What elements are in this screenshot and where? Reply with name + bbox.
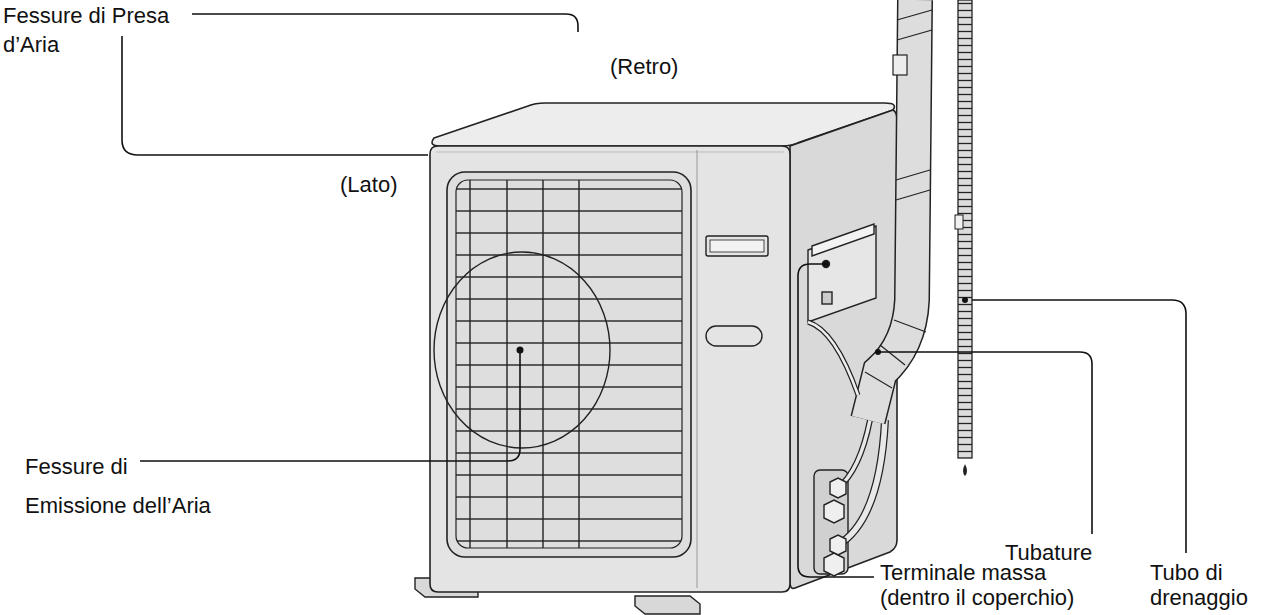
leader-dot (517, 347, 524, 354)
view-label: (Lato) (340, 172, 430, 198)
part-label: Fessure di Presa d’Aria (3, 1, 188, 59)
drain-hose (955, 0, 972, 476)
view-label: (Retro) (610, 54, 720, 80)
part-label: Terminale massa (dentro il coperchio) (880, 560, 1095, 611)
service-valves (814, 420, 885, 576)
refrigerant-pipes (808, 0, 932, 420)
leader-dot (962, 297, 968, 303)
front-panel-details (697, 150, 768, 588)
leader-lines (122, 14, 1186, 577)
part-label: Fessure di Emissione dell’Aria (25, 448, 222, 525)
air-outlet-grille (434, 172, 691, 557)
terminal-cover (808, 224, 876, 322)
leader-dot (875, 349, 881, 355)
outdoor-unit-housing (430, 103, 897, 592)
part-label: Tubo di drenaggio (1150, 560, 1255, 611)
